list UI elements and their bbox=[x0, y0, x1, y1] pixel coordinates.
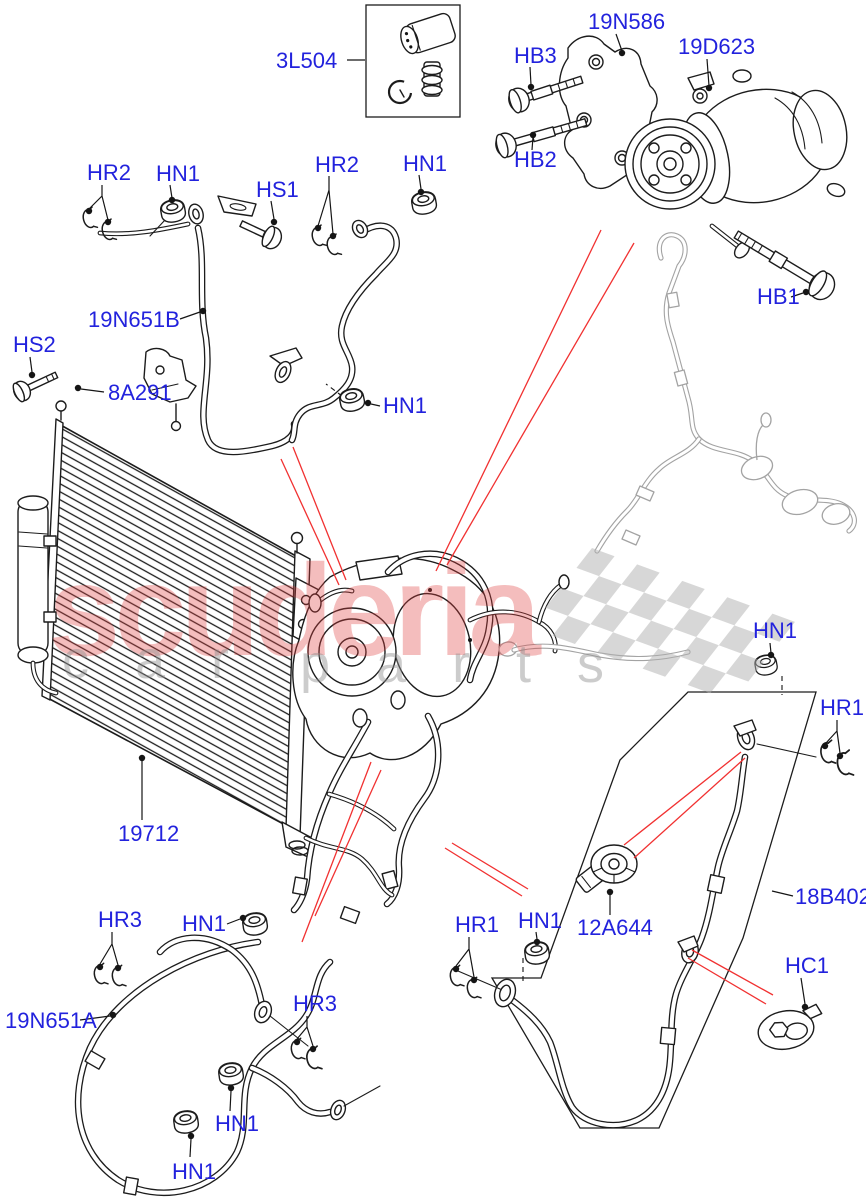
part-label-19712[interactable]: 19712 bbox=[118, 821, 179, 846]
part-label-hr3-a[interactable]: HR3 bbox=[98, 907, 142, 932]
nut-hn1-g bbox=[171, 1108, 201, 1136]
part-label-hb2[interactable]: HB2 bbox=[514, 147, 557, 172]
part-label-hn1-e[interactable]: HN1 bbox=[182, 911, 226, 936]
part-label-hc1[interactable]: HC1 bbox=[785, 953, 829, 978]
detail-box bbox=[365, 4, 461, 118]
compressor-assembly bbox=[558, 35, 848, 259]
reference-pipes-gray bbox=[498, 232, 857, 662]
part-label-hn1-g[interactable]: HN1 bbox=[172, 1159, 216, 1184]
hose-ear-bracket bbox=[217, 195, 257, 217]
pressure-sensor bbox=[400, 12, 456, 55]
center-compressor-installed bbox=[290, 550, 570, 914]
sensor-12a644 bbox=[575, 844, 638, 893]
bolt-hs2 bbox=[12, 371, 59, 403]
bolt-hs1 bbox=[239, 220, 283, 250]
part-label-19n586[interactable]: 19N586 bbox=[588, 9, 665, 34]
watermark: scuderia car parts bbox=[48, 537, 795, 694]
watermark-sub-car: car bbox=[62, 630, 275, 690]
part-label-8a291[interactable]: 8A291 bbox=[108, 380, 172, 405]
hose-19n651a-group bbox=[74, 905, 381, 1196]
nut-hn1-f bbox=[216, 1060, 246, 1088]
snap-ring bbox=[387, 79, 413, 105]
part-label-hb3[interactable]: HB3 bbox=[514, 43, 557, 68]
panel-outline bbox=[490, 691, 817, 1129]
hose-19n651b-group bbox=[97, 195, 400, 456]
part-label-hb1[interactable]: HB1 bbox=[757, 284, 800, 309]
pipe-left-flange bbox=[493, 978, 517, 1008]
bracket-8a291 bbox=[143, 347, 197, 432]
part-label-hs1[interactable]: HS1 bbox=[256, 177, 299, 202]
receiver-drier bbox=[17, 495, 59, 696]
bolt-hb2 bbox=[495, 118, 588, 159]
condenser-cap-right bbox=[290, 531, 304, 545]
part-label-hn1-c[interactable]: HN1 bbox=[383, 393, 427, 418]
part-label-hn1-d[interactable]: HN1 bbox=[753, 618, 797, 643]
nut-hn1-b bbox=[409, 189, 439, 217]
part-label-hr1-bc[interactable]: HR1 bbox=[455, 912, 499, 937]
watermark-sub-parts: parts bbox=[300, 634, 650, 694]
part-label-hr2-a[interactable]: HR2 bbox=[87, 160, 131, 185]
checkered-flag bbox=[545, 548, 795, 694]
clip-hc1 bbox=[757, 1003, 823, 1051]
bolt-hb1 bbox=[733, 230, 836, 301]
nut-hn1-e bbox=[240, 910, 270, 938]
leader-lines bbox=[28, 33, 844, 1158]
part-label-hr2-b[interactable]: HR2 bbox=[315, 152, 359, 177]
part-label-hn1-f[interactable]: HN1 bbox=[215, 1111, 259, 1136]
red-reference-lines bbox=[280, 229, 774, 1005]
part-label-19n651b[interactable]: 19N651B bbox=[88, 307, 180, 332]
part-label-hn1-a[interactable]: HN1 bbox=[156, 161, 200, 186]
part-label-19d623[interactable]: 19D623 bbox=[678, 34, 755, 59]
part-label-hs2[interactable]: HS2 bbox=[13, 332, 56, 357]
sensor-box-3l504 bbox=[365, 4, 461, 118]
pipe-18b402-group bbox=[457, 676, 817, 1129]
part-label-18b402[interactable]: 18B402 bbox=[795, 884, 866, 909]
part-label-hr1-r[interactable]: HR1 bbox=[820, 695, 864, 720]
part-label-3l504[interactable]: 3L504 bbox=[276, 48, 337, 73]
part-label-19n651a[interactable]: 19N651A bbox=[5, 1008, 97, 1033]
part-label-hn1-h[interactable]: HN1 bbox=[518, 908, 562, 933]
watermark-brand-text: scuderia bbox=[48, 537, 542, 683]
part-labels: 3L504 19N586 19D623 HB3 HB2 HB1 HR2 HN1 … bbox=[5, 9, 866, 1184]
part-label-hn1-b[interactable]: HN1 bbox=[403, 151, 447, 176]
part-label-12a644[interactable]: 12A644 bbox=[577, 915, 653, 940]
bolt-hb3 bbox=[508, 75, 584, 114]
condenser-cap-left bbox=[55, 400, 67, 412]
part-label-hr3-b[interactable]: HR3 bbox=[293, 991, 337, 1016]
